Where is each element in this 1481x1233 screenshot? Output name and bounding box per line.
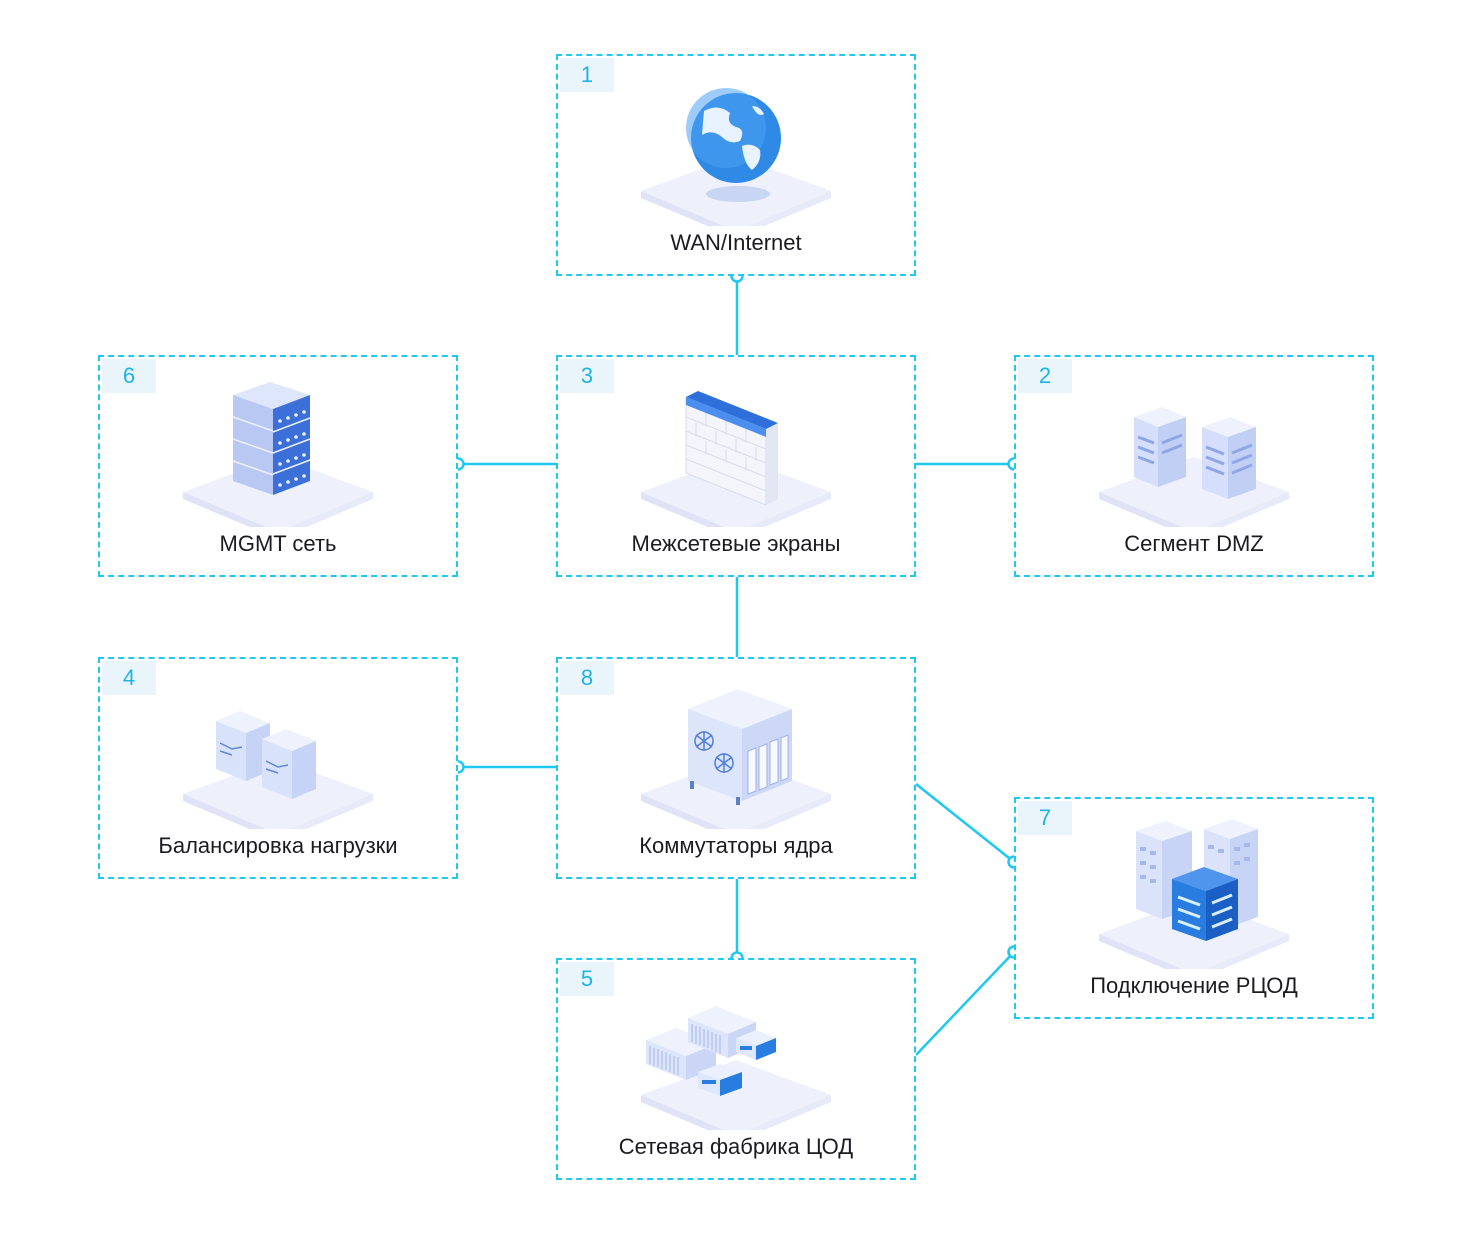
node-number: 5 (560, 962, 614, 996)
node-label: Коммутаторы ядра (639, 833, 833, 858)
node-label: WAN/Internet (670, 230, 802, 255)
node-firewall[interactable]: 3 Межсетевые экраны (556, 355, 916, 577)
node-fabric[interactable]: 5 Сетевая фабрика ЦОД (556, 958, 916, 1180)
node-number: 4 (102, 661, 156, 695)
node-rcod[interactable]: 7 Подключение РЦОД (1014, 797, 1374, 1019)
core-switch-icon (641, 689, 831, 829)
link-fabric-rcod (915, 951, 1015, 1056)
node-wan[interactable]: 1 WAN/Internet (556, 54, 916, 276)
node-label: Сетевая фабрика ЦОД (618, 1134, 854, 1159)
server-rack-icon (183, 382, 373, 527)
node-label: Балансировка нагрузки (158, 833, 398, 858)
node-label: MGMT сеть (219, 531, 337, 556)
node-mgmt[interactable]: 6 MGMT сеть (98, 355, 458, 577)
dmz-servers-icon (1099, 407, 1289, 527)
link-core-rcod (915, 783, 1015, 863)
node-number: 8 (560, 661, 614, 695)
dc-fabric-icon (641, 1006, 831, 1130)
node-number: 3 (560, 359, 614, 393)
firewall-icon (641, 391, 831, 527)
datacenter-building-icon (1099, 819, 1289, 969)
node-number: 2 (1018, 359, 1072, 393)
node-dmz[interactable]: 2 Сегмент DMZ (1014, 355, 1374, 577)
node-label: Подключение РЦОД (1090, 973, 1298, 998)
node-core[interactable]: 8 Коммутаторы ядра (556, 657, 916, 879)
globe-icon (641, 88, 831, 226)
node-balancer[interactable]: 4 Балансировка нагрузки (98, 657, 458, 879)
node-label: Межсетевые экраны (631, 531, 841, 556)
load-balancer-icon (183, 711, 373, 829)
node-label: Сегмент DMZ (1124, 531, 1264, 556)
node-number: 1 (560, 58, 614, 92)
node-number: 7 (1018, 801, 1072, 835)
node-number: 6 (102, 359, 156, 393)
